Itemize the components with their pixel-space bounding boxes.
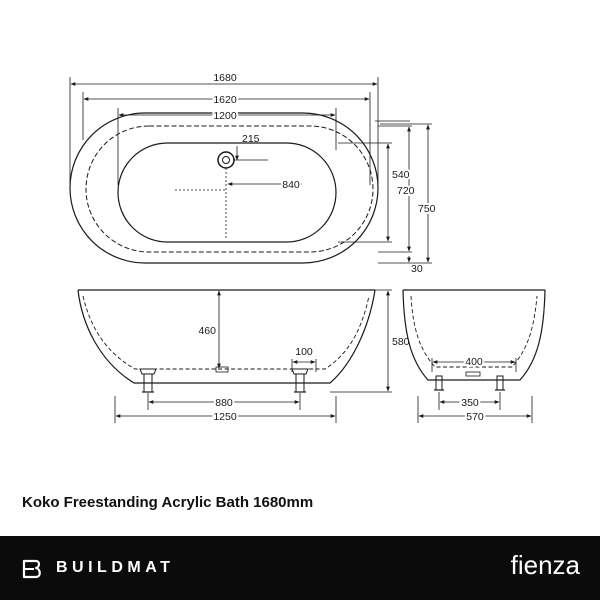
side-foot-left (139, 368, 157, 375)
footer-partner-logo: fienza (510, 550, 580, 580)
footer-bar (0, 536, 600, 600)
side-waste (215, 366, 229, 373)
dim-waste-offset: 215 (242, 133, 260, 145)
side-elevation (77, 289, 392, 393)
plan-inner-rim (85, 125, 374, 253)
bath-technical-drawing: 1680 1620 1200 215 840 540 720 750 30 (69, 72, 546, 425)
dim-basin-length: 1200 (213, 110, 237, 122)
plan-dimension-labels: 1680 1620 1200 215 840 540 720 750 30 (211, 72, 437, 275)
dim-overall-length: 1680 (213, 72, 237, 84)
dim-end-feet-centres: 350 (461, 397, 479, 409)
dim-inner-top-length: 1620 (213, 94, 237, 106)
plan-basin (117, 142, 337, 243)
side-foot-right (291, 368, 309, 375)
dim-base-length: 1250 (213, 411, 237, 423)
dim-end-base-top: 400 (465, 356, 483, 368)
waste-outlet (217, 151, 235, 169)
dim-overall-height: 580 (392, 336, 410, 348)
end-foot-left (435, 375, 443, 391)
dim-basin-depth: 460 (198, 325, 216, 337)
side-inner-profile (82, 295, 370, 370)
end-dimensions (417, 358, 533, 423)
end-elevation (402, 289, 546, 391)
dim-rim-overhang: 30 (411, 263, 423, 275)
side-outer-profile (77, 289, 376, 384)
product-title: Koko Freestanding Acrylic Bath 1680mm (22, 494, 314, 511)
plan-dimensions (69, 77, 430, 263)
end-foot-right (496, 375, 504, 391)
end-outer-profile (402, 289, 546, 381)
plan-view (69, 112, 432, 264)
dim-overall-width: 750 (418, 203, 436, 215)
buildmat-logo-icon (22, 559, 41, 579)
end-inner-profile (410, 295, 538, 368)
end-waste (465, 371, 481, 377)
end-dimension-labels: 400 350 570 (459, 354, 486, 425)
dim-inner-width: 720 (397, 185, 415, 197)
waste-outlet-core (222, 156, 230, 164)
dim-waste-centre: 840 (282, 179, 300, 191)
plan-outer-rim (69, 112, 379, 264)
side-dimensions (114, 290, 390, 423)
side-dimension-labels: 460 580 100 880 1250 (198, 325, 411, 425)
dim-end-base-width: 570 (466, 411, 484, 423)
dim-foot-width: 100 (295, 346, 313, 358)
footer-brand: BUILDMAT (56, 559, 175, 576)
dim-basin-width: 540 (392, 169, 410, 181)
dim-feet-centres: 880 (215, 397, 233, 409)
